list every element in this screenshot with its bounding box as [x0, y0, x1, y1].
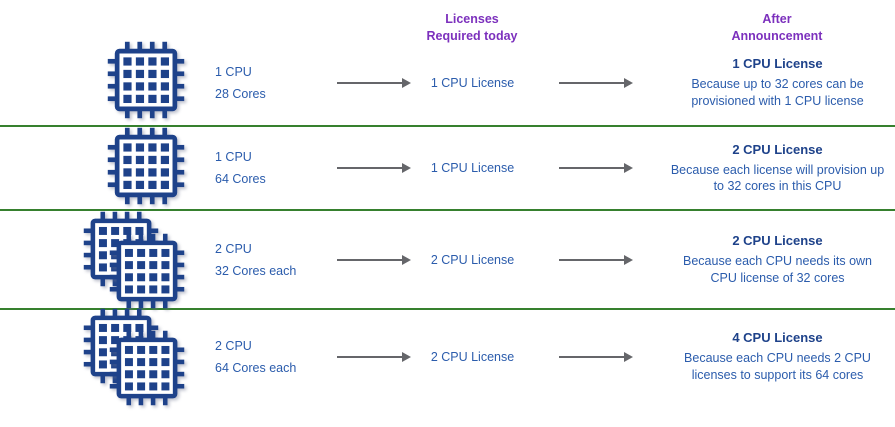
license-today-label: 2 CPU License [430, 252, 515, 267]
arrow-cell [530, 351, 660, 362]
core-count-label: 28 Cores [215, 86, 266, 101]
after-license-description: Because each license will provision up t… [670, 162, 885, 193]
cpu-spec: 2 CPU 64 Cores each [215, 339, 330, 375]
license-today-cell: 1 CPU License [415, 76, 530, 90]
arrow-cell [330, 351, 415, 362]
licenses-required-header-line2: Required today [426, 28, 518, 43]
license-row: 1 CPU 64 Cores 1 CPU License 2 CPU Licen… [0, 127, 895, 211]
arrow-cell [330, 254, 415, 265]
cpu-icon-cell [0, 211, 215, 309]
licenses-required-header: Licenses Required today [362, 11, 582, 45]
license-row: 2 CPU 32 Cores each 2 CPU License 2 CPU … [0, 211, 895, 310]
cpu-chip-single-icon [107, 127, 185, 210]
license-row: 1 CPU 28 Cores 1 CPU License 1 CPU Licen… [0, 0, 895, 127]
cpu-chip-double-icon [83, 308, 185, 406]
after-license-description: Because each CPU needs 2 CPU licenses to… [684, 351, 871, 382]
after-announcement-cell: 2 CPU License Because each license will … [660, 142, 895, 195]
after-announcement-header: After Announcement [667, 11, 887, 45]
cpu-count-label: 2 CPU [215, 241, 252, 256]
arrow-cell [330, 163, 415, 173]
core-count-label: 64 Cores [215, 172, 266, 186]
after-license-title: 1 CPU License [732, 56, 823, 72]
cpu-spec: 1 CPU 28 Cores [215, 65, 330, 101]
after-license-title: 2 CPU License [732, 233, 823, 249]
cpu-chip-single-icon [107, 41, 185, 124]
arrow-right-icon [559, 351, 633, 362]
after-announcement-header-line2: Announcement [731, 28, 823, 43]
arrow-right-icon [559, 77, 633, 88]
license-today-label: 1 CPU License [430, 161, 515, 175]
arrow-cell [530, 163, 660, 173]
after-announcement-header-line1: After [762, 12, 792, 26]
after-license-title: 4 CPU License [732, 330, 823, 346]
cpu-count-label: 1 CPU [215, 150, 252, 164]
after-announcement-cell: 1 CPU License Because up to 32 cores can… [660, 56, 895, 109]
license-row: 2 CPU 64 Cores each 2 CPU License 4 CPU … [0, 310, 895, 427]
arrow-right-icon [559, 254, 633, 265]
core-count-label: 32 Cores each [215, 263, 297, 278]
cpu-icon-cell [0, 308, 215, 406]
license-today-label: 1 CPU License [430, 75, 515, 90]
arrow-cell [530, 77, 660, 88]
cpu-count-label: 2 CPU [215, 338, 252, 353]
cpu-icon-cell [0, 127, 215, 210]
arrow-cell [530, 254, 660, 265]
arrow-right-icon [336, 77, 411, 88]
cpu-spec: 2 CPU 32 Cores each [215, 242, 330, 278]
licenses-required-header-line1: Licenses [445, 12, 499, 26]
after-license-title: 2 CPU License [732, 141, 823, 157]
license-today-label: 2 CPU License [430, 349, 515, 364]
cpu-spec: 1 CPU 64 Cores [215, 150, 330, 186]
after-license-description: Because each CPU needs its own CPU licen… [683, 254, 872, 285]
arrow-right-icon [336, 351, 411, 362]
license-today-cell: 2 CPU License [415, 253, 530, 267]
cpu-icon-cell [0, 41, 215, 124]
cpu-chip-double-icon [83, 211, 185, 309]
arrow-right-icon [559, 163, 633, 173]
after-license-description: Because up to 32 cores can be provisione… [691, 77, 864, 108]
arrow-right-icon [336, 163, 411, 173]
license-today-cell: 2 CPU License [415, 350, 530, 364]
core-count-label: 64 Cores each [215, 360, 297, 375]
arrow-cell [330, 77, 415, 88]
cpu-count-label: 1 CPU [215, 64, 252, 79]
after-announcement-cell: 2 CPU License Because each CPU needs its… [660, 233, 895, 286]
after-announcement-cell: 4 CPU License Because each CPU needs 2 C… [660, 330, 895, 383]
arrow-right-icon [336, 254, 411, 265]
license-today-cell: 1 CPU License [415, 161, 530, 175]
